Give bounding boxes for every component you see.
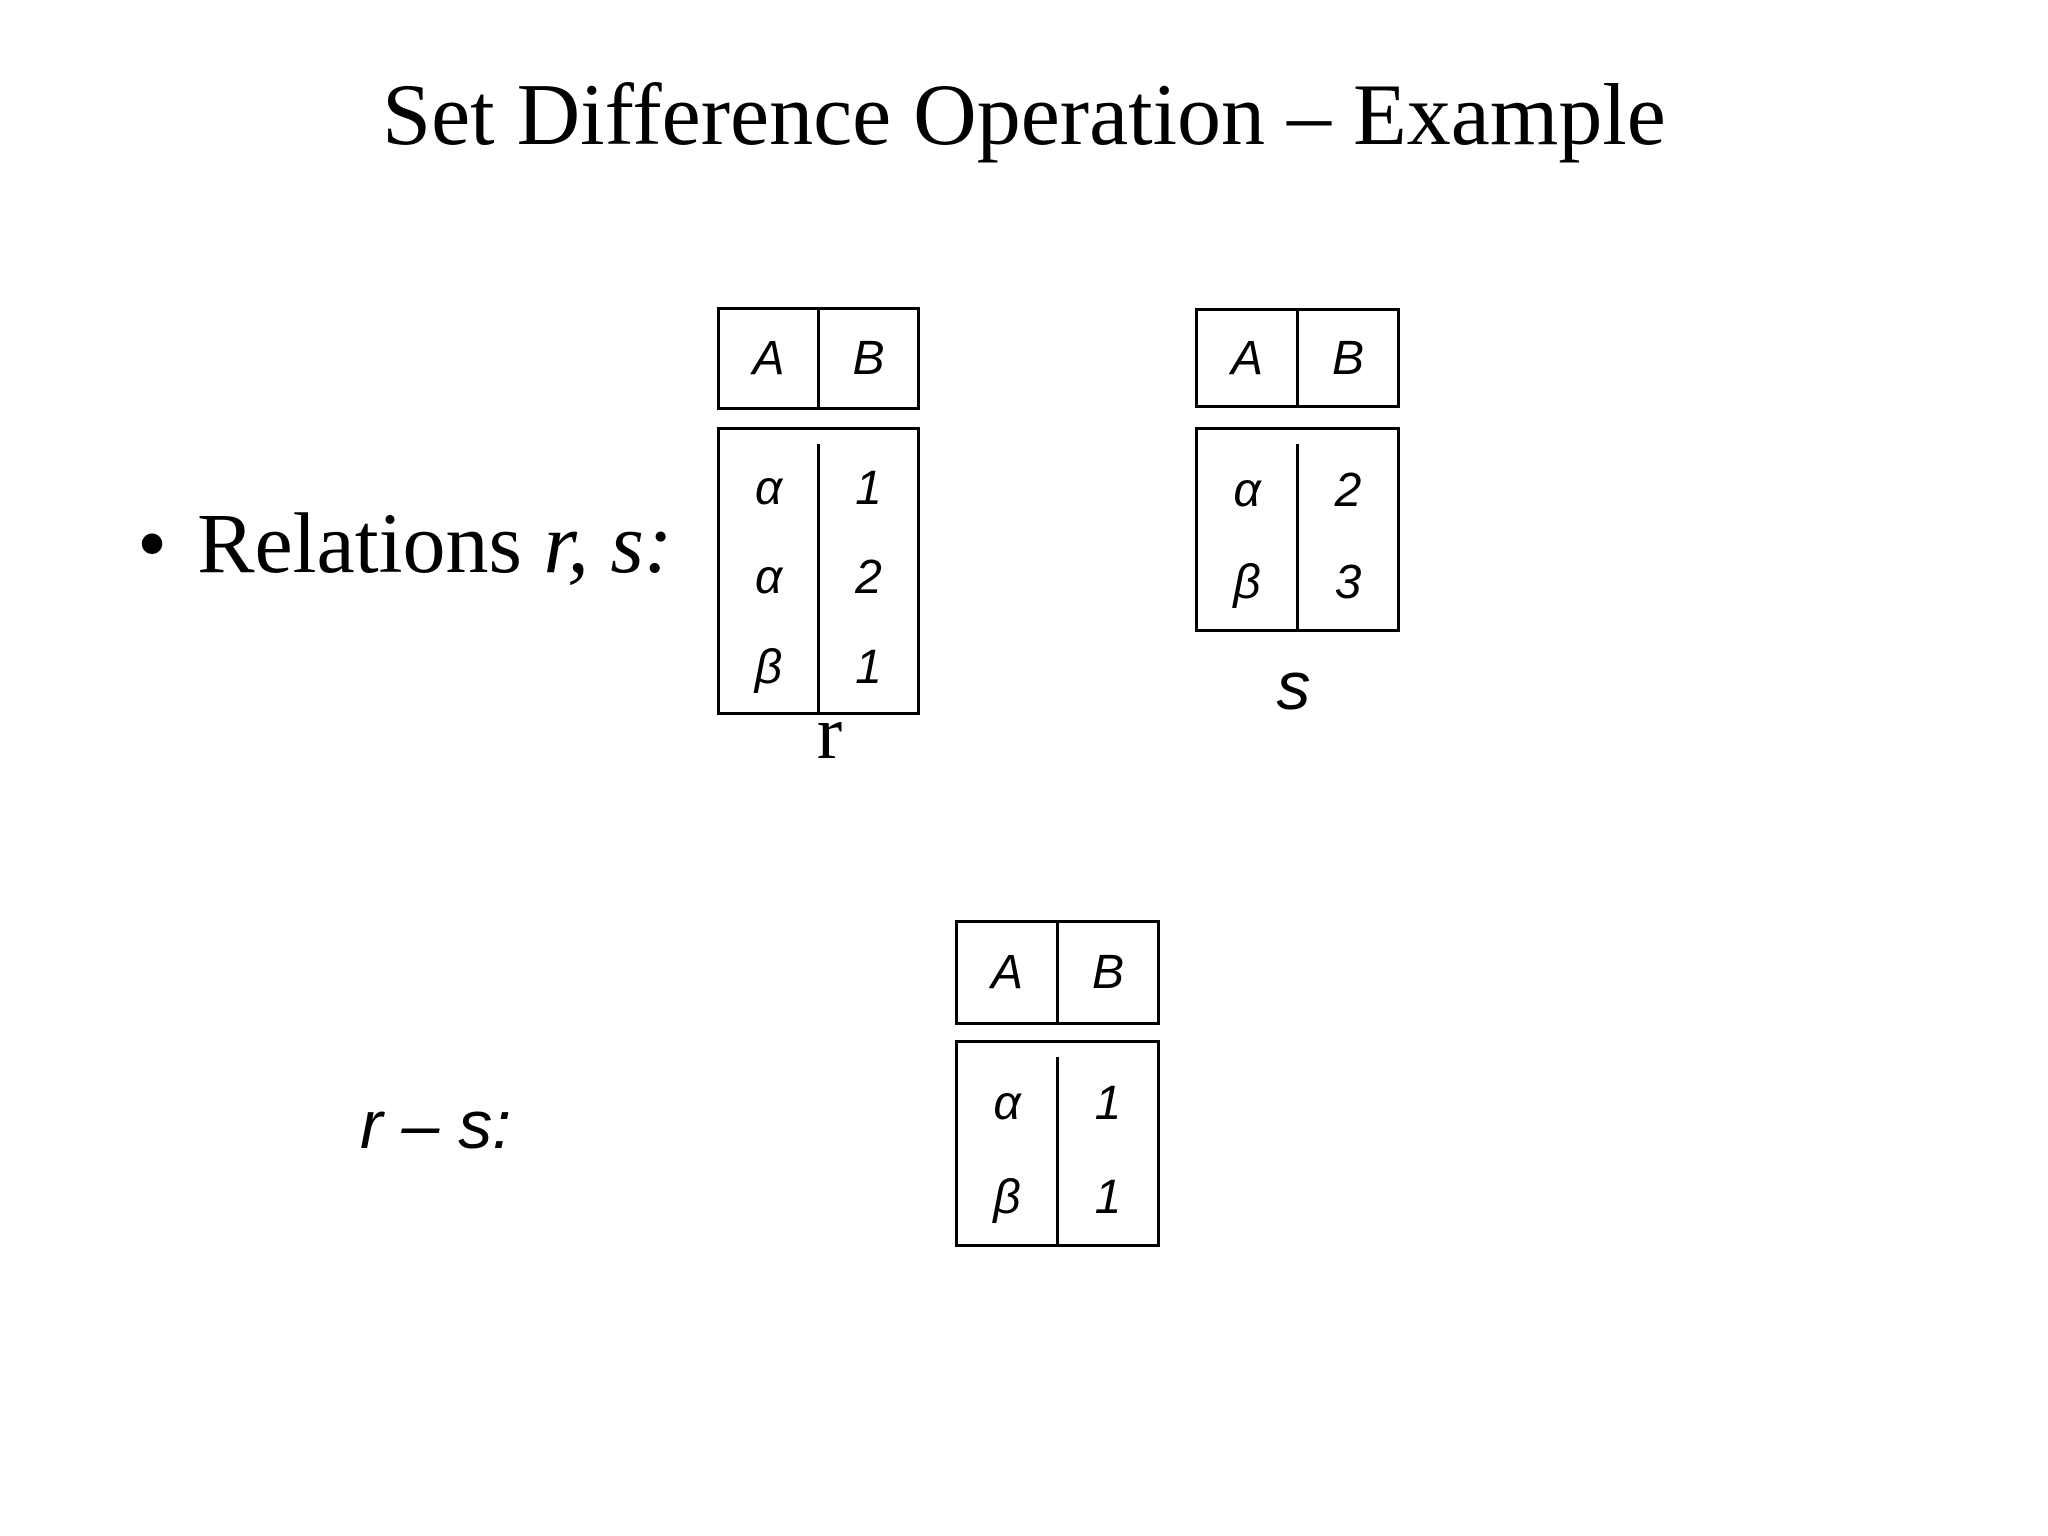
table-cell: α (1233, 463, 1261, 517)
table-cell: 1 (817, 444, 917, 534)
table-cell: α (993, 1077, 1021, 1131)
table-cell: β (993, 1170, 1021, 1224)
table-cell: 2 (817, 533, 917, 623)
table-cell: α (754, 462, 783, 516)
table-cell: α (754, 551, 783, 605)
table-row: β 3 (1198, 536, 1397, 629)
result-header-a: A (990, 946, 1023, 999)
table-cell: 1 (817, 622, 917, 712)
bullet-text-italic: r, s: (543, 495, 673, 591)
relation-r-table: A B α 1 α 2 β 1 r (717, 307, 920, 771)
relation-s-header-b: B (1296, 311, 1397, 405)
result-body: α 1 β 1 (955, 1040, 1160, 1247)
slide-title: Set Difference Operation – Example (382, 67, 1666, 164)
difference-result-table: A B α 1 β 1 (955, 920, 1160, 1247)
relation-s-header-a: A (1230, 331, 1263, 385)
table-row: α 1 (958, 1057, 1157, 1151)
result-header-row: A B (955, 920, 1160, 1025)
result-header-b: B (1056, 923, 1157, 1022)
table-cell: 1 (1056, 1057, 1157, 1151)
table-cell: β (754, 640, 783, 694)
relation-s-body: α 2 β 3 (1195, 427, 1400, 632)
table-cell: 2 (1296, 444, 1397, 537)
table-row: β 1 (720, 622, 917, 712)
relation-r-header-a: A (752, 332, 785, 385)
table-cell: 1 (1056, 1150, 1157, 1244)
relation-s-label: s (1276, 648, 1311, 724)
relation-r-header-b: B (817, 310, 917, 407)
relation-s-header-row: A B (1195, 308, 1400, 408)
relation-r-body: α 1 α 2 β 1 (717, 427, 920, 715)
relation-r-header-row: A B (717, 307, 920, 410)
bullet-line: •Relations r, s: (137, 500, 673, 586)
table-cell: 3 (1296, 536, 1397, 629)
table-row: α 1 (720, 444, 917, 534)
difference-expression: r – s: (360, 1087, 512, 1163)
relation-r-label: r (816, 691, 843, 775)
table-row: α 2 (1198, 444, 1397, 537)
table-row: α 2 (720, 533, 917, 623)
table-row: β 1 (958, 1150, 1157, 1244)
relation-s-table: A B α 2 β 3 s (1195, 308, 1400, 720)
table-cell: β (1233, 556, 1261, 610)
bullet-icon: • (137, 495, 168, 591)
bullet-text: Relations (197, 495, 544, 591)
